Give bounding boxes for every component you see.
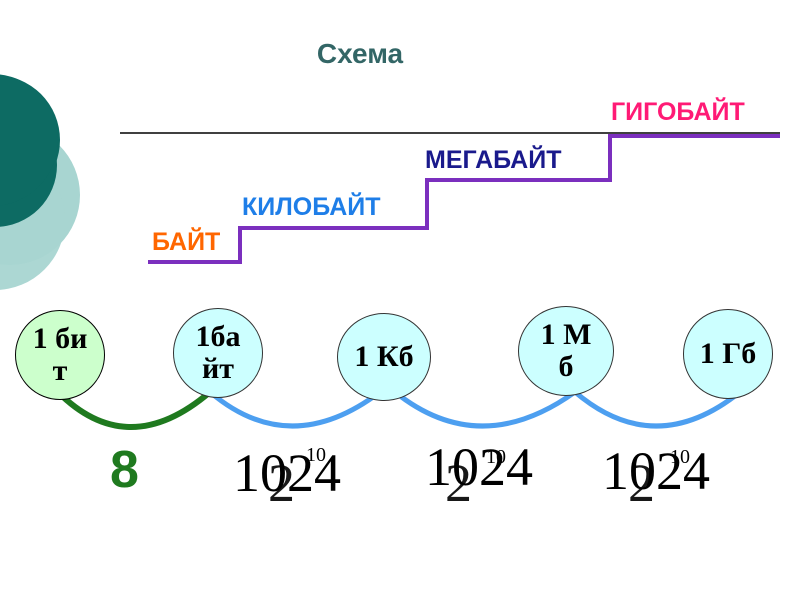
ratio-pow-c: 2: [628, 453, 655, 513]
arc-kb-mb: [393, 389, 577, 429]
node-byte-label: 1байт: [195, 320, 241, 385]
ratio-exp-c: 10: [670, 446, 690, 468]
node-kb-label: 1 Кб: [354, 340, 414, 373]
node-mb: 1 Мб: [518, 306, 614, 396]
node-kb: 1 Кб: [337, 313, 431, 401]
node-byte: 1байт: [173, 308, 263, 398]
ratio-1024-c: 1024: [602, 441, 710, 501]
arc-bit-byte: [55, 389, 212, 430]
node-gb-label: 1 Гб: [699, 337, 757, 370]
node-bit: 1 бит: [15, 310, 105, 400]
ratio-bit-byte: 8: [110, 441, 139, 499]
ratio-exp-a: 10: [306, 444, 326, 466]
node-gb: 1 Гб: [683, 309, 773, 399]
staircase-line: [148, 134, 780, 264]
step-label-megabyte: МЕГАБАЙТ: [425, 146, 562, 174]
ratio-1024-b: 1024: [425, 437, 533, 497]
page-title: Схема: [316, 38, 404, 69]
node-mb-label: 1 Мб: [540, 318, 592, 383]
arc-byte-kb: [208, 390, 382, 429]
ratio-pow-b: 2: [445, 453, 472, 513]
ratio-1024-a: 1024: [233, 443, 341, 503]
node-bit-label: 1 бит: [32, 322, 88, 387]
arc-mb-gb: [573, 390, 742, 429]
step-label-gigabyte: ГИГОБАЙТ: [611, 98, 745, 126]
step-label-kilobyte: КИЛОБАЙТ: [242, 193, 381, 221]
ratio-pow-a: 2: [268, 453, 295, 513]
step-label-byte: БАЙТ: [152, 228, 221, 256]
ratio-exp-b: 10: [486, 446, 506, 468]
deco-dark-circle-3: [0, 74, 58, 206]
